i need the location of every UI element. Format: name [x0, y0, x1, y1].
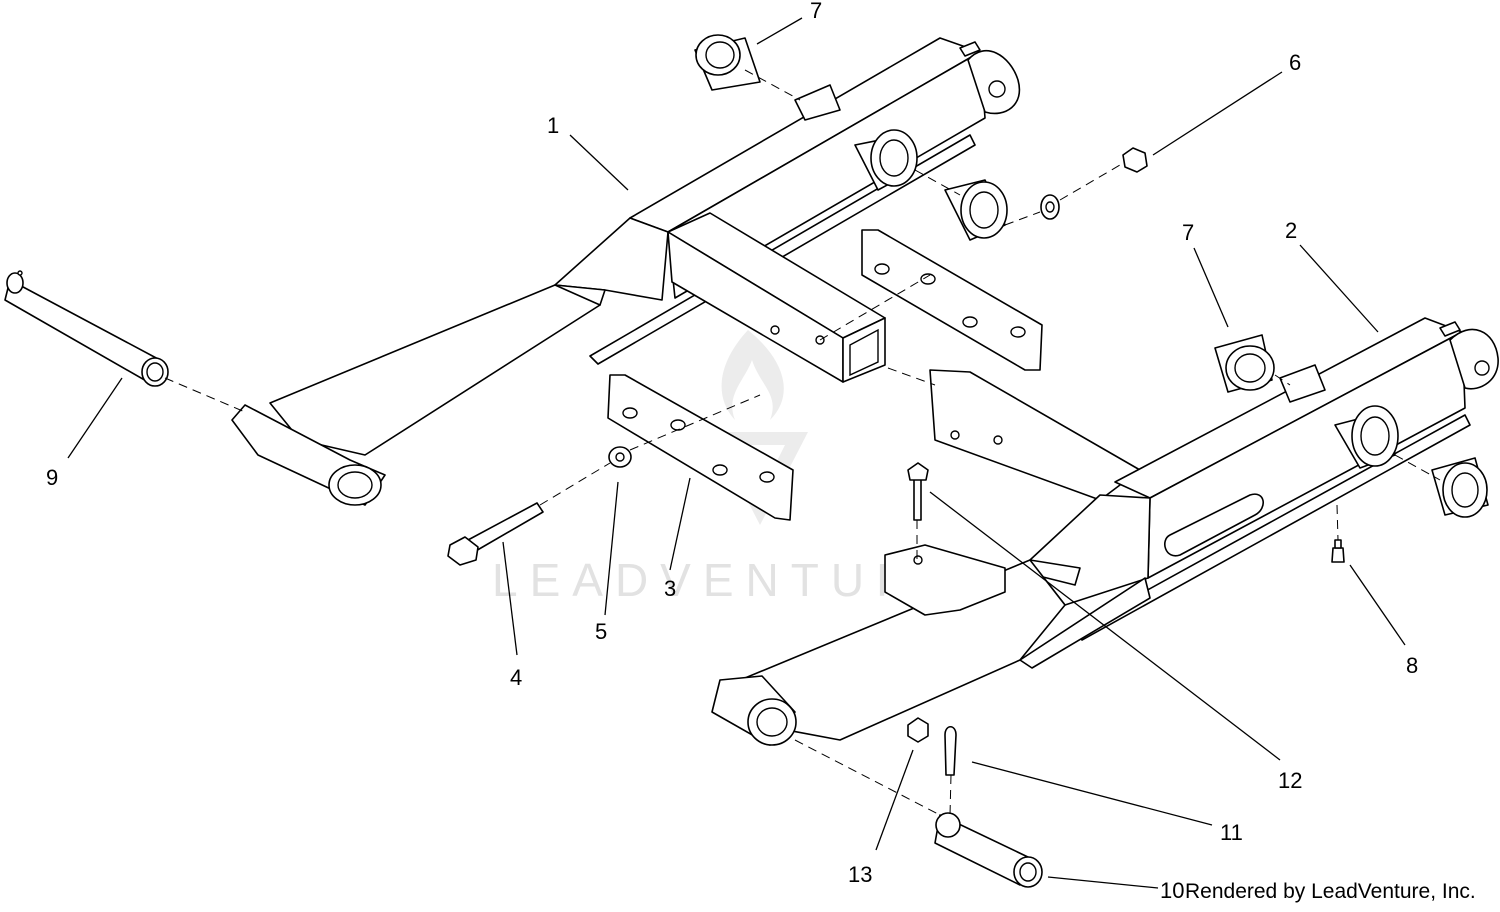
callout-2: 2	[1285, 218, 1297, 243]
callouts: 1 2 3 4 5 6 7 7 8 9 10 11 12 13 Rendered…	[46, 0, 1476, 903]
bushing-mid	[944, 179, 1008, 241]
arm-2	[744, 317, 1499, 741]
callout-6: 6	[1289, 50, 1301, 75]
grease-fitting	[1331, 539, 1345, 563]
callout-7-upper: 7	[810, 0, 822, 23]
bushing-right	[1431, 457, 1489, 518]
mounting-plate-rear	[861, 229, 1043, 371]
bolt-vertical	[907, 462, 929, 521]
cotter-pin	[944, 725, 957, 776]
callout-7-lower: 7	[1182, 220, 1194, 245]
callout-8: 8	[1406, 653, 1418, 678]
pivot-pin	[4, 270, 169, 387]
assembly-lines	[164, 69, 1441, 816]
washer-nut	[1040, 147, 1148, 220]
callout-10: 10	[1160, 878, 1184, 903]
bushing-lower	[1214, 334, 1275, 393]
bushing-upper	[694, 34, 761, 91]
callout-3: 3	[664, 576, 676, 601]
bolt-long	[447, 502, 544, 566]
callout-11: 11	[1220, 820, 1243, 845]
callout-5: 5	[595, 619, 607, 644]
arm-1-bushing	[794, 84, 918, 191]
callout-9: 9	[46, 465, 58, 490]
clevis-pin	[934, 812, 1043, 888]
callout-4: 4	[510, 665, 522, 690]
callout-12: 12	[1278, 768, 1302, 793]
arm-2-bushing	[1279, 364, 1399, 469]
pivot-tube-left	[231, 404, 386, 506]
callout-1: 1	[547, 113, 559, 138]
credit-text: Rendered by LeadVenture, Inc.	[1185, 880, 1476, 903]
watermark-text: LEADVENTURE	[492, 554, 964, 606]
pivot-tube-right	[711, 675, 797, 746]
leader-lines	[67, 17, 1406, 889]
stop-bracket	[884, 544, 1006, 616]
callout-13: 13	[848, 862, 872, 887]
lock-nut	[907, 717, 929, 743]
washer	[608, 446, 632, 468]
